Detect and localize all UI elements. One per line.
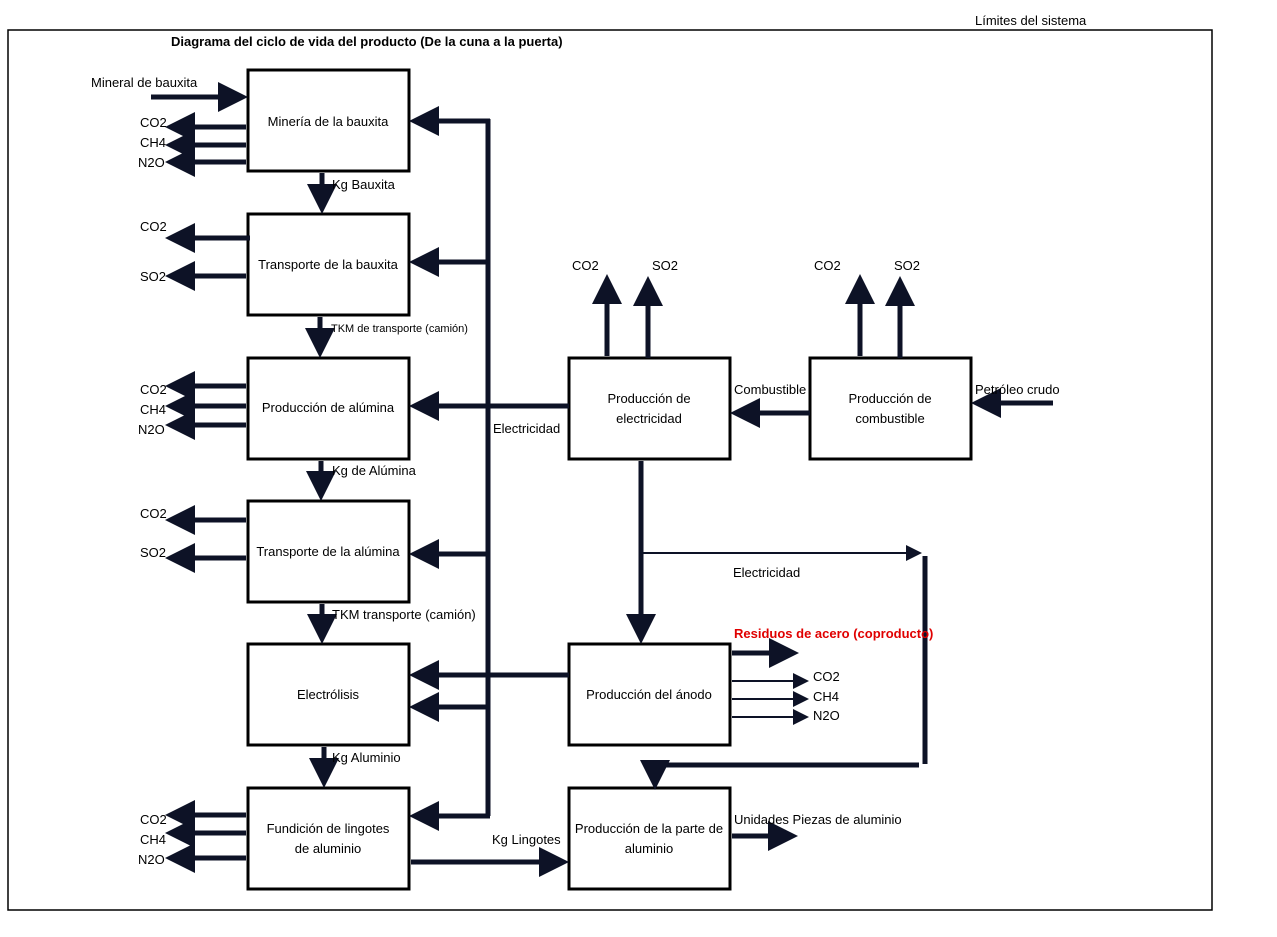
box-label: Fundición de lingotes bbox=[267, 821, 390, 836]
box-ingot-casting bbox=[246, 786, 411, 891]
box-label: Electrólisis bbox=[297, 687, 360, 702]
emission-label-co2: CO2 bbox=[140, 115, 167, 130]
flow-label-tkm-truck-1: TKM de transporte (camión) bbox=[331, 323, 468, 335]
flow-label-aluminum-parts: Unidades Piezas de aluminio bbox=[734, 812, 902, 827]
box-label: Transporte de la alúmina bbox=[256, 544, 400, 559]
box-label: Producción de bbox=[848, 391, 931, 406]
box-label: electricidad bbox=[616, 411, 682, 426]
flow-label-kg-ingots: Kg Lingotes bbox=[492, 832, 561, 847]
flow-label-kg-aluminum: Kg Aluminio bbox=[332, 750, 401, 765]
diagram-title: Diagrama del ciclo de vida del producto … bbox=[171, 34, 563, 49]
emission-label-n2o: N2O bbox=[813, 708, 840, 723]
emission-label-so2: SO2 bbox=[652, 258, 678, 273]
flow-label-crude-oil: Petróleo crudo bbox=[975, 382, 1060, 397]
box-electricity-production bbox=[567, 356, 732, 461]
flow-label-fuel: Combustible bbox=[734, 382, 806, 397]
emission-label-ch4: CH4 bbox=[140, 135, 166, 150]
emission-label-co2: CO2 bbox=[572, 258, 599, 273]
box-bauxite-transport bbox=[246, 212, 411, 317]
box-aluminum-part-production bbox=[567, 786, 732, 891]
box-label: Minería de la bauxita bbox=[268, 114, 389, 129]
emission-label-n2o: N2O bbox=[138, 422, 165, 437]
flow-label-kg-alumina: Kg de Alúmina bbox=[332, 463, 417, 478]
emission-label-co2: CO2 bbox=[140, 382, 167, 397]
emission-label-n2o: N2O bbox=[138, 155, 165, 170]
emission-label-co2: CO2 bbox=[813, 669, 840, 684]
flow-label-bauxite-ore: Mineral de bauxita bbox=[91, 75, 198, 90]
system-boundary bbox=[7, 29, 1213, 911]
box-alumina-transport bbox=[246, 499, 411, 604]
box-label: Producción del ánodo bbox=[586, 687, 712, 702]
flow-label-steel-waste: Residuos de acero (coproducto) bbox=[734, 626, 933, 641]
emission-label-so2: SO2 bbox=[894, 258, 920, 273]
box-label: Transporte de la bauxita bbox=[258, 257, 398, 272]
emission-label-ch4: CH4 bbox=[813, 689, 839, 704]
emission-label-so2: SO2 bbox=[140, 545, 166, 560]
box-label: aluminio bbox=[625, 841, 673, 856]
box-label: de aluminio bbox=[295, 841, 362, 856]
emission-label-co2: CO2 bbox=[140, 812, 167, 827]
flow-label-electricity-1: Electricidad bbox=[493, 421, 560, 436]
box-electrolysis bbox=[246, 642, 411, 747]
flow-label-kg-bauxite: Kg Bauxita bbox=[332, 177, 396, 192]
emission-label-co2: CO2 bbox=[140, 219, 167, 234]
box-label: Producción de alúmina bbox=[262, 400, 395, 415]
emission-label-ch4: CH4 bbox=[140, 402, 166, 417]
emission-label-so2: SO2 bbox=[140, 269, 166, 284]
box-label: Producción de bbox=[607, 391, 690, 406]
box-label: combustible bbox=[855, 411, 924, 426]
system-boundary-label: Límites del sistema bbox=[975, 13, 1087, 28]
box-fuel-production bbox=[808, 356, 973, 461]
flow-label-tkm-truck-2: TKM transporte (camión) bbox=[332, 607, 476, 622]
flow-label-electricity-2: Electricidad bbox=[733, 565, 800, 580]
box-label: Producción de la parte de bbox=[575, 821, 723, 836]
emission-label-co2: CO2 bbox=[814, 258, 841, 273]
emission-label-ch4: CH4 bbox=[140, 832, 166, 847]
emission-label-n2o: N2O bbox=[138, 852, 165, 867]
box-bauxite-mining bbox=[246, 68, 411, 173]
emission-label-co2: CO2 bbox=[140, 506, 167, 521]
box-anode-production bbox=[567, 642, 732, 747]
